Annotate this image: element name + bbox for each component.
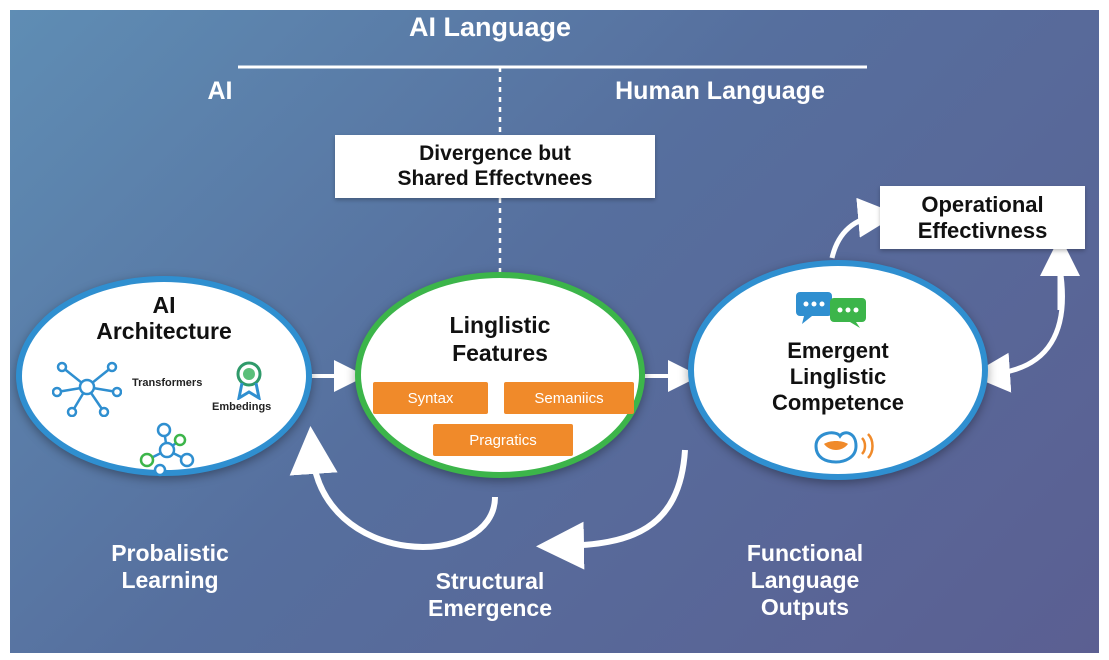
arrow-emergent-to-operational — [829, 197, 898, 259]
award-badge-icon — [236, 361, 262, 400]
connector-layer — [238, 65, 1080, 570]
divergence-line-2: Shared Effectvnees — [397, 166, 593, 190]
divergence-line-1: Divergence but — [419, 142, 571, 166]
probabilistic-line-1: Probalistic — [111, 540, 229, 566]
probabilistic-line-2: Learning — [121, 567, 219, 594]
functional-line-2: Language — [750, 567, 860, 594]
features-title-2: Features — [452, 340, 548, 366]
ai-side-label: AI — [207, 77, 233, 105]
speaking-mouth-icon — [814, 431, 874, 464]
structural-line-1: Structural — [435, 568, 545, 594]
arrow-probabilistic-curve — [289, 426, 498, 550]
operational-line-2: Effectivness — [917, 217, 1048, 243]
human-language-label: Human Language — [615, 77, 825, 105]
network-graph-icon — [52, 361, 122, 417]
pragmatics-chip: Pragratics — [433, 424, 573, 456]
diagram-title: AI Language — [408, 12, 571, 42]
functional-line-3: Outputs — [760, 594, 850, 621]
features-title-1: Linglistic — [449, 312, 551, 338]
emergent-title-3: Competence — [771, 390, 905, 415]
arrow-structural-curve — [536, 449, 688, 570]
emergent-competence-circle: Emergent Linglistic Competence — [688, 260, 988, 480]
ai-architecture-circle: AI Architecture Transformers Embedings — [16, 276, 312, 477]
probabilistic-learning-label: Probalistic Learning — [70, 540, 270, 594]
embedding-cluster-icon — [139, 422, 195, 477]
operational-effectiveness-box: Operational Effectivness — [880, 186, 1085, 249]
arrow-operational-feedback — [970, 267, 1065, 393]
embeddings-label: Embedings — [212, 401, 272, 413]
diagram-canvas: AI Language AI Human Language Divergence… — [10, 10, 1099, 653]
semantics-chip: Semaniics — [504, 382, 634, 414]
linguistic-features-circle: Linglistic Features Syntax Semaniics Pra… — [355, 272, 645, 478]
chat-bubbles-icon — [796, 292, 866, 328]
syntax-chip: Syntax — [373, 382, 488, 414]
structural-line-2: Emergence — [427, 595, 552, 622]
divergence-box: Divergence but Shared Effectvnees — [335, 135, 655, 198]
ai-architecture-title-1: AI — [152, 292, 176, 318]
operational-line-1: Operational — [921, 192, 1044, 218]
emergent-title-2: Linglistic — [789, 364, 887, 389]
structural-emergence-label: Structural Emergence — [390, 568, 590, 622]
ai-architecture-title-2: Architecture — [96, 318, 232, 344]
emergent-title-1: Emergent — [787, 338, 889, 363]
functional-outputs-label: Functional Language Outputs — [700, 540, 910, 621]
transformers-label: Transformers — [132, 377, 203, 389]
functional-line-1: Functional — [746, 540, 864, 566]
